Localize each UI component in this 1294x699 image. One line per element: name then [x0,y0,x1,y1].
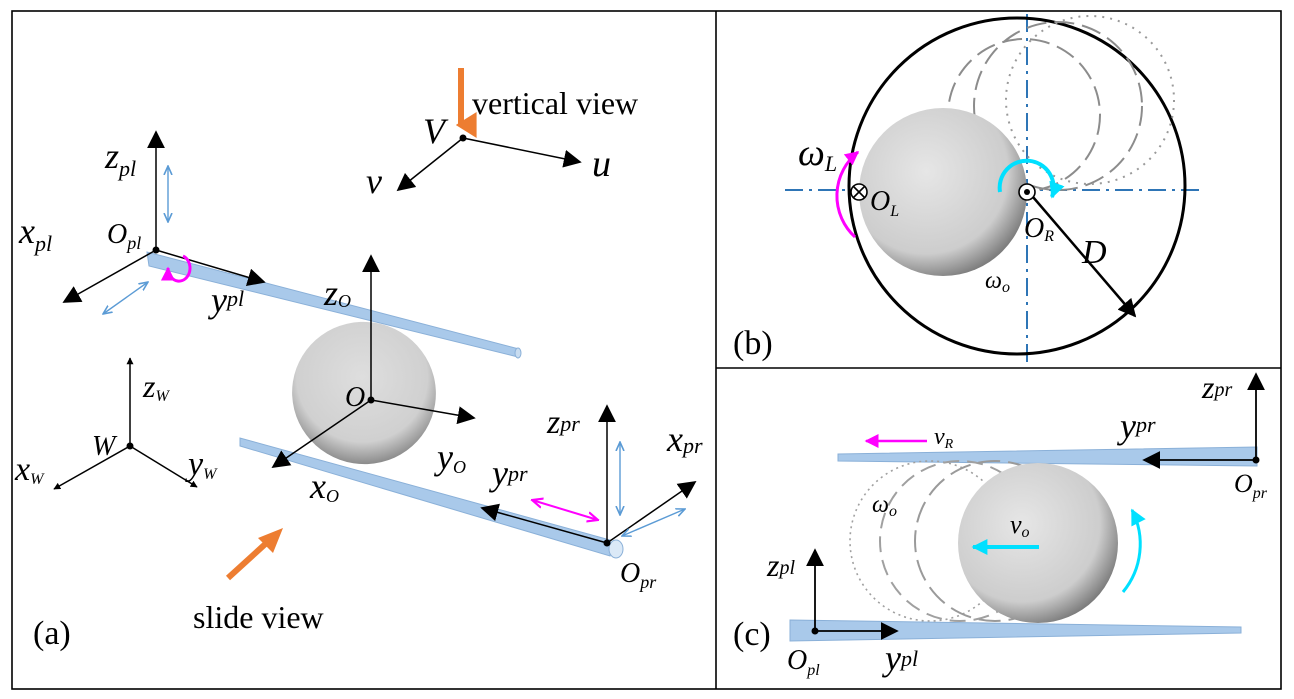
O-R-rotation-arrow [997,158,1065,199]
c-O-pl-label: Opl [787,645,820,679]
c-pl-frame [806,548,899,640]
vertical-view-label: vertical view [472,85,638,121]
c-y-pr-label: ypr [1117,406,1156,446]
c-z-pl-label: zpl [766,547,795,583]
x-o-label: xO [309,466,339,506]
z-pl-label: zpl [104,136,136,181]
W-label: W [92,431,118,462]
pr-y-double-arrow [532,500,598,520]
O-L-symbol [850,183,868,201]
z-w-label: zW [142,368,170,405]
panel-a: vertical view V u v zpl xpl Opl ypl [14,68,703,652]
pl-frame: zpl xpl Opl ypl [18,130,266,320]
c-rotation-arrow [1121,508,1146,593]
panel-c-label: (c) [733,616,771,653]
y-pr-label: ypr [489,453,528,493]
V-label: V [423,111,449,151]
panel-c: zpr ypr vR Opr ωo vo zpl Opl ypl (c) [733,369,1268,679]
y-w-label: yW [185,446,218,483]
v-frame: V u v [366,111,611,201]
slide-view-label: slide view [193,599,324,635]
panel-b-label: (b) [733,325,773,362]
D-label: D [1081,234,1107,271]
ball [859,108,1027,276]
u-label: u [592,143,611,185]
c-O-pr-label: Opr [1234,469,1268,502]
rod-pl-end [514,347,522,359]
O-L-label: OL [870,186,899,220]
O-pr-label: Opr [620,558,657,592]
pr-x-double-arrow [622,509,685,536]
omega-o-label: ωo [985,268,1010,296]
v-o-label: vo [1010,510,1030,541]
z-pr-label: zpr [546,404,580,441]
panel-b: ωL OL OR D ωo (b) [733,14,1205,362]
outer-frame [11,10,1282,690]
c-rod-pr [837,446,1258,467]
D-arrow [1026,189,1137,318]
omega-L-arrow [835,150,860,239]
omega-L-label: ωL [798,132,837,176]
v-R-label: vR [934,424,954,452]
x-pl-label: xpl [18,211,52,256]
o-frame: zO O yO xO [271,254,476,506]
pl-x-double-arrow [103,282,148,314]
z-o-label: zO [323,273,351,313]
c-ball [958,463,1118,623]
slide-view-arrowhead [258,528,283,553]
y-pl-label: ypl [208,280,244,320]
rod-pr-end [608,539,624,559]
pr-frame: zpr xpr ypr Opr [480,404,703,592]
c-rod-pl [789,619,1242,642]
O-R-label: OR [1024,213,1054,245]
O-pl-label: Opl [107,219,141,253]
c-omega-o-label: ωo [872,492,897,520]
panel-a-label: (a) [33,615,71,652]
rod-pr [239,437,611,557]
O-R-symbol [1018,183,1036,201]
x-pr-label: xpr [666,419,703,459]
y-o-label: yO [434,437,466,477]
outer-circle [847,16,1187,356]
c-pr-frame [1142,372,1265,469]
v-label: v [366,161,382,201]
c-y-pl-label: ypl [882,638,918,678]
w-frame: zW W xW yW [14,357,218,490]
x-w-label: xW [14,451,45,488]
trajectory-circle-3 [1005,15,1175,185]
c-z-pr-label: zpr [1201,369,1232,405]
O-label: O [345,382,365,413]
pl-rotation-arrow [160,254,192,283]
